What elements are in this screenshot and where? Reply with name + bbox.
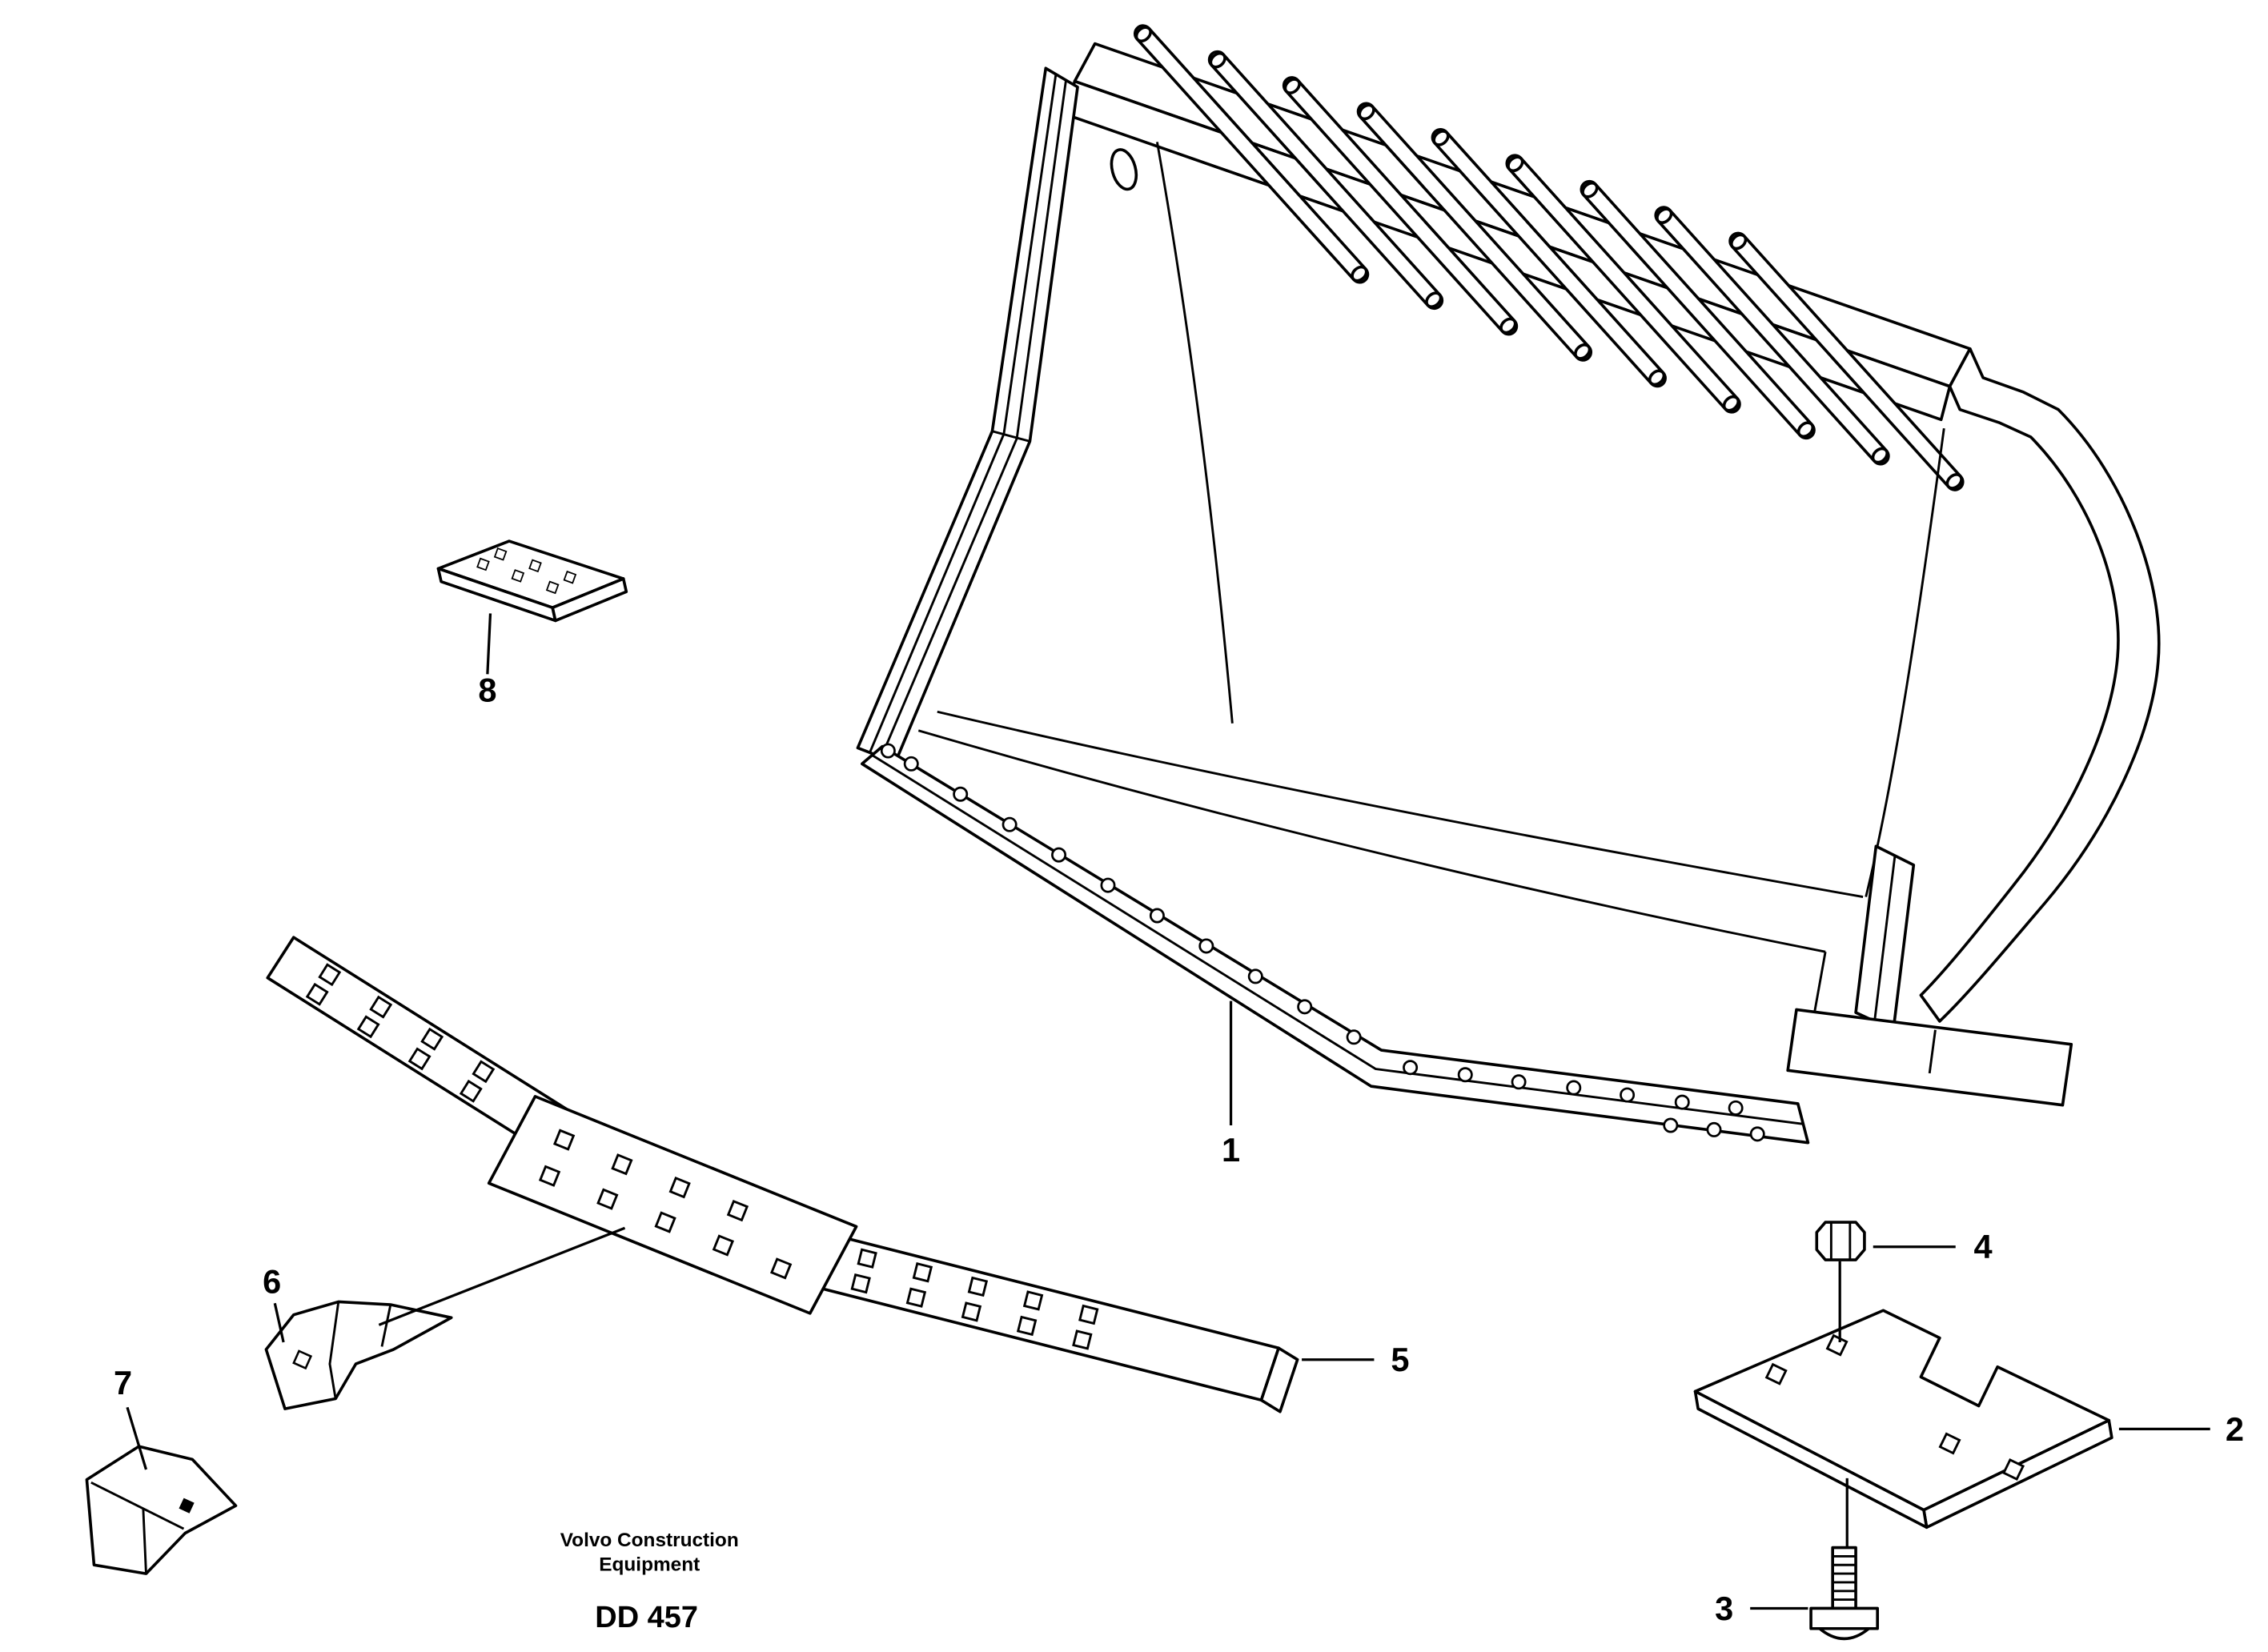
mounting-plate-2	[1693, 1309, 2113, 1530]
callout-5: 5	[1391, 1341, 1409, 1378]
lip-bolt-holes	[880, 743, 1765, 1142]
bucket-stand	[1786, 1008, 2073, 1107]
callout-3: 3	[1715, 1590, 1733, 1627]
callout-8: 8	[478, 672, 496, 709]
bucket-assembly	[856, 21, 2161, 1145]
callout-4: 4	[1974, 1228, 1993, 1265]
bucket-tooth-6	[264, 1300, 453, 1410]
callout-1: 1	[1222, 1131, 1240, 1169]
leader-tooth-to-edge	[378, 1226, 626, 1326]
bucket-right-side	[1919, 347, 2161, 1023]
edge-center-segment	[487, 1095, 858, 1315]
nut-4	[1815, 1221, 1866, 1343]
lifting-eye-hole	[1110, 148, 1138, 191]
callout-labels: 1 2 3 4 5 6 7 8	[114, 672, 2244, 1627]
wear-plate-8	[436, 539, 628, 623]
cutting-edge-segments	[266, 936, 1299, 1413]
leader-7	[126, 1406, 148, 1470]
leader-8	[486, 613, 492, 675]
brand-line-2: Equipment	[599, 1554, 700, 1575]
bucket-left-side	[856, 66, 1079, 764]
bolt-3	[1809, 1478, 1879, 1641]
drawing-code: DD 457	[595, 1601, 698, 1634]
callout-6: 6	[263, 1263, 281, 1301]
leader-lines	[126, 613, 2210, 1610]
spike-teeth	[1130, 21, 1968, 495]
callout-2: 2	[2226, 1410, 2244, 1448]
tooth-marking	[179, 1498, 195, 1514]
bucket-interior-lines	[917, 142, 1945, 1065]
footer-brand-block: Volvo Construction Equipment DD 457	[560, 1530, 739, 1634]
leader-6	[273, 1302, 285, 1343]
bucket-gusset	[1854, 844, 1916, 1032]
brand-line-1: Volvo Construction	[560, 1530, 739, 1551]
bucket-tooth-7	[85, 1445, 238, 1575]
callout-7: 7	[114, 1364, 132, 1401]
bucket-lip	[861, 744, 1810, 1145]
